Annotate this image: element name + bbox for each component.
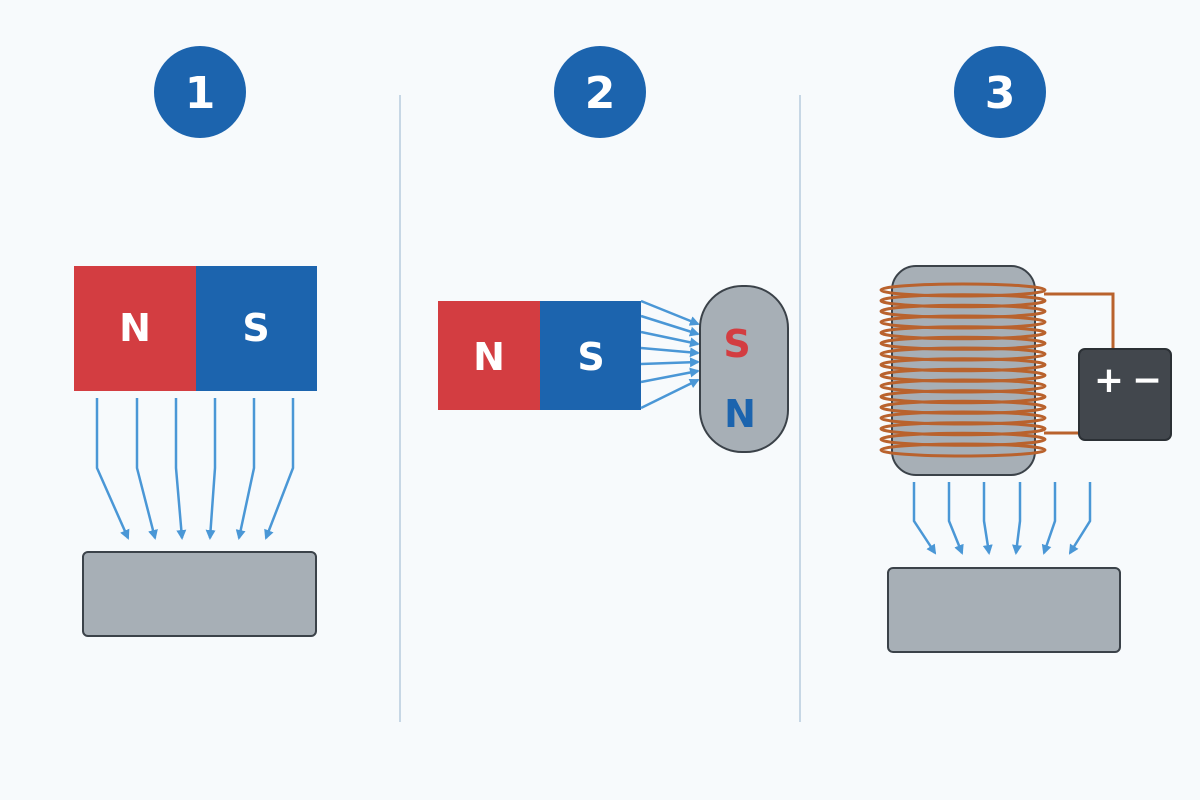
- field-line: [947, 482, 964, 555]
- field-line: [640, 357, 700, 368]
- field-line: [640, 314, 700, 337]
- step-badge: 3: [954, 46, 1046, 138]
- bar-magnet: N S: [438, 301, 641, 410]
- field-line: [1068, 482, 1092, 555]
- step-number: 2: [585, 68, 616, 119]
- induced-north-label: N: [724, 392, 756, 436]
- field-lines: [95, 398, 295, 540]
- north-pole: [74, 266, 196, 391]
- field-line: [174, 398, 187, 540]
- electromagnet: + −: [879, 265, 1172, 476]
- battery-wire: [1044, 292, 1115, 349]
- field-line: [1012, 482, 1022, 555]
- step-badge: 1: [154, 46, 246, 138]
- field-line: [205, 398, 217, 540]
- field-line: [640, 330, 700, 348]
- battery-minus-label: −: [1132, 360, 1162, 401]
- field-line: [640, 299, 700, 326]
- field-line: [640, 378, 700, 410]
- field-line: [95, 398, 130, 540]
- bar-magnet: N S: [74, 266, 317, 391]
- battery: + −: [1078, 348, 1172, 441]
- iron-block: [82, 551, 317, 637]
- north-pole: [438, 301, 540, 410]
- field-lines: [912, 482, 1092, 555]
- coil-turn: [879, 442, 1047, 458]
- field-line: [640, 346, 700, 358]
- battery-plus-label: +: [1094, 360, 1124, 401]
- field-line: [264, 398, 295, 540]
- step-number: 1: [185, 68, 216, 119]
- wire-coil: [879, 282, 1047, 458]
- field-line: [1041, 482, 1057, 555]
- south-pole-label: S: [242, 306, 269, 350]
- induced-south-label: S: [723, 322, 750, 366]
- field-lines: [640, 299, 700, 410]
- north-pole-label: N: [473, 335, 505, 379]
- panel-1: 1 N S: [74, 46, 317, 637]
- south-pole: [540, 301, 641, 410]
- induced-magnet: S N: [699, 285, 789, 453]
- step-badge: 2: [554, 46, 646, 138]
- south-pole: [196, 266, 317, 391]
- field-line: [640, 367, 700, 384]
- south-pole-label: S: [577, 335, 604, 379]
- iron-block: [887, 567, 1121, 653]
- field-line: [982, 482, 993, 555]
- field-line: [912, 482, 937, 555]
- panel-3: 3 + −: [879, 46, 1172, 653]
- field-line: [135, 398, 158, 540]
- field-line: [235, 398, 256, 540]
- step-number: 3: [985, 68, 1016, 119]
- north-pole-label: N: [119, 306, 151, 350]
- panel-2: 2 N S S N: [438, 46, 789, 453]
